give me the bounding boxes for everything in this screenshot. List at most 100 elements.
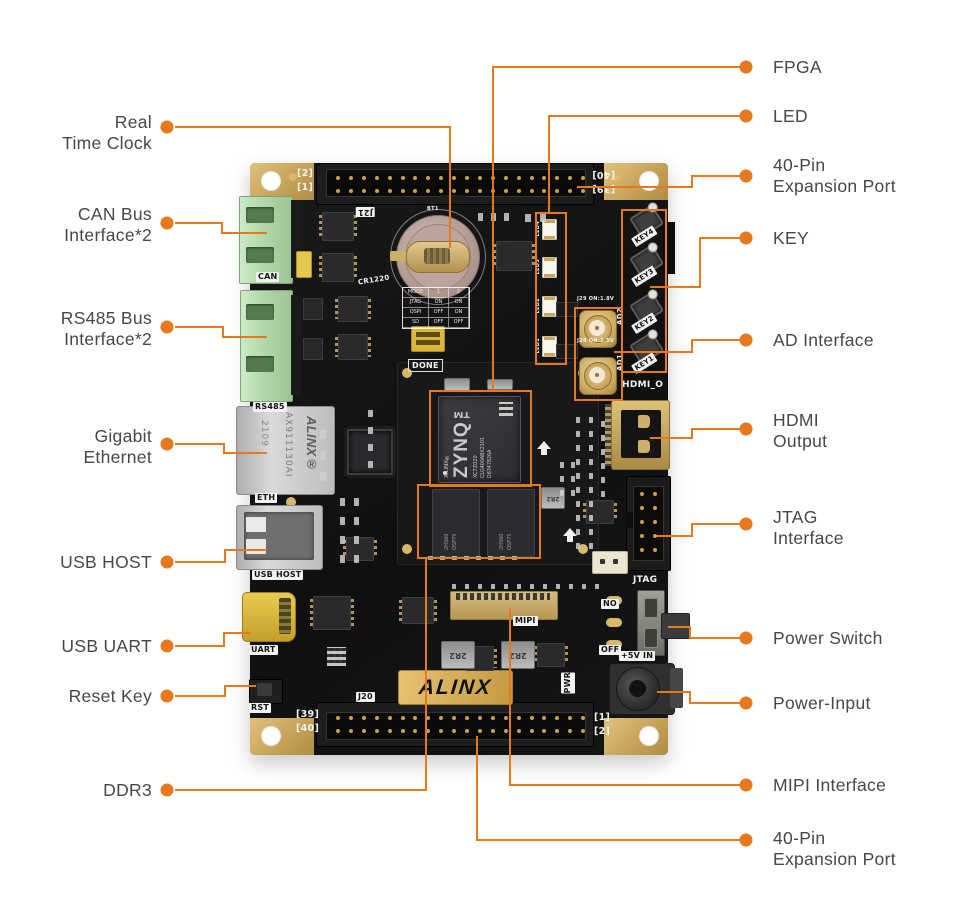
silk-bt1: BT1 — [427, 206, 439, 212]
qfp-ic — [347, 429, 393, 475]
smd-pad — [571, 490, 575, 496]
smd-pad — [478, 584, 482, 589]
inductor — [444, 378, 470, 391]
qfn-ic — [343, 537, 377, 561]
som-hole — [578, 544, 588, 554]
connector-pin — [503, 729, 508, 733]
silk-pin40: [40] — [592, 169, 616, 180]
smd-pad — [589, 459, 593, 465]
smd-pad — [601, 477, 605, 483]
silk-pin2: [2] — [297, 168, 314, 179]
smd-pad — [595, 584, 599, 589]
top-expansion-connector-recess — [326, 169, 586, 197]
smd-pad — [571, 476, 575, 482]
callout-dot — [160, 689, 174, 703]
power-jack-hole — [629, 680, 646, 697]
smd-pad — [340, 517, 345, 525]
silk-on: NO — [601, 599, 619, 609]
fpga-qr-code — [499, 402, 513, 416]
power-jack-flange — [670, 668, 683, 708]
callout-dot — [739, 833, 753, 847]
callout-dot — [739, 169, 753, 183]
callout-dot — [739, 696, 753, 710]
silk-done: DONE — [408, 359, 443, 372]
smd-pad — [576, 473, 580, 479]
smd-pad — [504, 584, 508, 589]
connector-pin — [516, 176, 521, 180]
smd-pad — [488, 556, 493, 560]
dip-switch — [411, 326, 445, 352]
jtag-recess — [633, 486, 664, 561]
jtag-pin — [640, 520, 644, 524]
terminal-slot — [246, 207, 274, 223]
label-power-switch: Power Switch — [773, 628, 883, 648]
ddr3-marking: OSP75 — [507, 533, 513, 551]
mounting-hole — [261, 726, 281, 746]
smd-pad — [465, 584, 469, 589]
label-led: LED — [773, 106, 808, 126]
soic-ic — [319, 253, 357, 282]
label-ad-interface: AD Interface — [773, 330, 874, 350]
connector-pin — [503, 189, 508, 193]
connector-pin — [336, 176, 340, 180]
connector-pin — [477, 176, 482, 180]
connector-pin — [348, 729, 353, 733]
connector-pin — [465, 176, 469, 180]
soic-ic — [319, 212, 357, 241]
smd-pad — [491, 584, 495, 589]
silk-j20: J20 — [356, 692, 375, 702]
callout-dot — [739, 422, 753, 436]
connector-notch — [440, 702, 466, 710]
smd-pad — [582, 584, 586, 589]
power-switch-knob — [661, 613, 690, 639]
silk-usb-host: USB HOST — [252, 570, 304, 580]
smd-pad — [589, 515, 593, 521]
battery-clip-slot — [424, 248, 450, 264]
switch-pad — [606, 618, 622, 627]
led — [542, 296, 557, 317]
smd-pad — [543, 584, 547, 589]
usb-tongue — [246, 539, 266, 554]
fpga-pin1-dot — [443, 471, 447, 475]
connector-pin — [516, 716, 521, 720]
callout-dot — [739, 333, 753, 347]
smd-pad — [576, 431, 580, 437]
smd-pad — [452, 556, 457, 560]
connector-pin — [529, 729, 534, 733]
label-fpga: FPGA — [773, 57, 822, 77]
jumper-j29 — [556, 302, 578, 317]
uart-bridge-ic — [310, 596, 354, 630]
fpga-brand: XILINX® — [444, 454, 450, 478]
fiducial — [289, 173, 297, 181]
smd-pad — [560, 490, 564, 496]
smd-pad — [368, 410, 373, 417]
smd-pad — [576, 529, 580, 535]
soic-ic — [335, 296, 371, 322]
connector-pin — [452, 176, 457, 180]
smd-pad — [340, 555, 345, 563]
smd-pad — [504, 213, 509, 221]
hdmi-contact — [638, 440, 654, 453]
smd-pad — [517, 584, 521, 589]
smd-pad — [464, 556, 469, 560]
smd-pad — [340, 498, 345, 506]
mounting-hole — [639, 171, 659, 191]
connector-pin — [336, 189, 340, 193]
silk-j28: J28 ON:2.5V — [577, 338, 615, 344]
smd-pad — [576, 445, 580, 451]
smd-pad — [560, 462, 564, 468]
led — [542, 257, 557, 278]
smd-pad — [354, 517, 359, 525]
terminal-slot — [246, 356, 274, 372]
connector-pin — [503, 716, 508, 720]
jtag-notch — [626, 512, 633, 528]
connector-pin — [348, 716, 353, 720]
soic-ic — [493, 241, 535, 271]
smd-pad — [320, 451, 326, 460]
connector-pin — [400, 176, 405, 180]
callout-line-reset — [175, 685, 256, 697]
connector-pin — [426, 716, 431, 720]
callout-line-usb-uart — [175, 632, 251, 647]
